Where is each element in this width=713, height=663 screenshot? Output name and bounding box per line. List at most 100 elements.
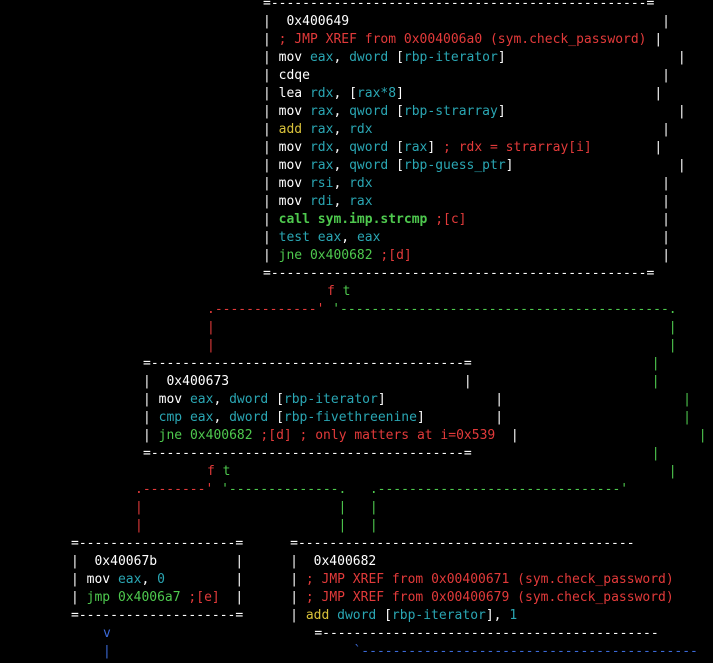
terminal-text-segment: | [143,410,159,425]
terminal-text-segment: [ [268,410,284,425]
terminal-text-segment [243,608,290,623]
terminal-text-segment: , [ [333,86,357,101]
terminal-text-segment: ] | [396,86,663,101]
terminal-line: | cdqe | [263,67,670,85]
terminal-text-segment: rax [403,140,428,155]
terminal-text-segment: =---------------------------------------… [143,446,472,461]
terminal-text-segment: eax [309,50,334,65]
terminal-text-segment: .--------' [135,482,214,497]
terminal-text-segment: | [207,338,215,353]
terminal-text-segment: ; JMP XREF from 0x00400679 (sym.check_pa… [305,590,674,605]
terminal-text-segment: ; JMP XREF from 0x00400671 (sym.check_pa… [305,572,674,587]
terminal-text-segment: jne [158,428,183,443]
terminal-line: f t [327,283,350,301]
terminal-text-segment: | [683,392,691,407]
terminal-text-segment: '---------------------------------------… [332,302,677,317]
terminal-line: =---------------------------------------… [143,445,660,463]
terminal-text-segment [503,392,683,407]
terminal-line: =---------------------------------------… [143,355,660,373]
terminal-text-segment: | [263,230,279,245]
terminal-text-segment [143,518,339,533]
terminal-line: | mov rdx, qword [rax] ; rdx = strarray[… [263,139,662,157]
terminal-text-segment: [ [376,608,392,623]
terminal-text-segment: , [333,50,350,65]
terminal-text-segment: cmp [158,410,183,425]
terminal-text-segment: rbp-iterator [283,392,378,407]
terminal-text-segment [472,356,652,371]
terminal-text-segment: | mov [263,104,310,119]
terminal-line: | call sym.imp.strcmp ;[c] | [263,211,670,229]
terminal-text-segment: dword [337,608,377,623]
terminal-text-segment: | [668,338,677,353]
terminal-text-segment: | [290,572,306,587]
terminal-text-segment: rdx [349,176,373,191]
terminal-text-segment: .-------------' [207,302,325,317]
terminal-text-segment: dword [229,392,269,407]
terminal-line: | mov eax, 0 | | ; JMP XREF from 0x00400… [71,571,674,589]
terminal-text-segment: [ [388,104,404,119]
terminal-line: | ; JMP XREF from 0x004006a0 (sym.check_… [263,31,662,49]
terminal-text-segment: | [651,374,660,389]
terminal-text-segment: ] | [497,104,686,119]
terminal-text-segment: | [372,122,671,137]
terminal-text-segment: 0x400682 [189,428,253,443]
terminal-text-segment: =---------------------------------------… [143,356,472,371]
terminal-text-segment [215,320,669,335]
terminal-text-segment: rdx [309,86,334,101]
terminal-text-segment: [ [268,392,284,407]
terminal-text-segment: | [263,122,279,137]
terminal-line: | mov eax, dword [rbp-iterator] | [263,49,686,67]
terminal-text-segment: f [207,464,215,479]
terminal-line: =---------------------------------------… [263,265,654,283]
terminal-text-segment: | mov [263,140,310,155]
terminal-line: | jmp 0x4006a7 ;[e] | | ; JMP XREF from … [71,589,674,607]
terminal-text-segment: t [222,464,231,479]
terminal-text-segment: 1 [509,608,518,623]
terminal-text-segment [111,626,315,641]
terminal-text-segment: | [668,464,677,479]
terminal-text-segment: 0 [157,572,165,587]
terminal-text-segment: , [141,572,158,587]
terminal-text-segment: | [683,410,691,425]
terminal-text-segment: qword [349,140,389,155]
terminal-text-segment: jne [278,248,303,263]
terminal-text-segment [243,554,290,569]
terminal-text-segment [111,644,354,659]
terminal-text-segment [182,410,190,425]
terminal-text-segment: rsi [309,176,334,191]
terminal-text-segment: ] | [416,410,504,425]
terminal-text-segment: qword [349,104,389,119]
terminal-text-segment: test [278,230,310,245]
terminal-text-segment: , [341,230,357,245]
terminal-text-segment: | [369,500,378,515]
terminal-text-segment [230,464,668,479]
terminal-text-segment: | [495,428,519,443]
terminal-text-segment: | [698,428,707,443]
terminal-text-segment: 0x400682 [309,248,373,263]
terminal-text-segment [335,284,343,299]
terminal-line: | mov eax, dword [rbp-iterator] | | [143,391,691,409]
terminal-text-segment: | [290,590,306,605]
terminal-text-segment: ] [427,140,444,155]
terminal-line: v =-------------------------------------… [103,625,659,643]
terminal-line: =--------------------= | add dword [rbp-… [71,607,517,625]
terminal-text-segment: [ [388,158,404,173]
terminal-text-segment: f [327,284,335,299]
terminal-text-segment: | mov [71,572,118,587]
terminal-text-segment: rbp-iterator [403,50,498,65]
terminal-text-segment: , [333,104,350,119]
terminal-text-segment [346,482,369,497]
terminal-text-segment: v [103,626,111,641]
terminal-line: | mov rax, qword [rbp-strarray] | [263,103,686,121]
terminal-line: | | | [135,517,378,535]
terminal-text-segment: | [263,32,279,47]
terminal-text-segment: =---------------------------------------… [263,266,655,281]
terminal-text-segment: '--------------. [221,482,347,497]
terminal-text-segment: t [342,284,351,299]
terminal-text-segment: | [164,572,244,587]
terminal-text-segment: =--------------------= [71,536,244,551]
terminal-text-segment: rbp-fivethreenine [283,410,417,425]
terminal-text-segment: ;[d] [380,248,412,263]
terminal-text-segment: eax [356,230,381,245]
terminal-text-segment: | lea [263,86,310,101]
